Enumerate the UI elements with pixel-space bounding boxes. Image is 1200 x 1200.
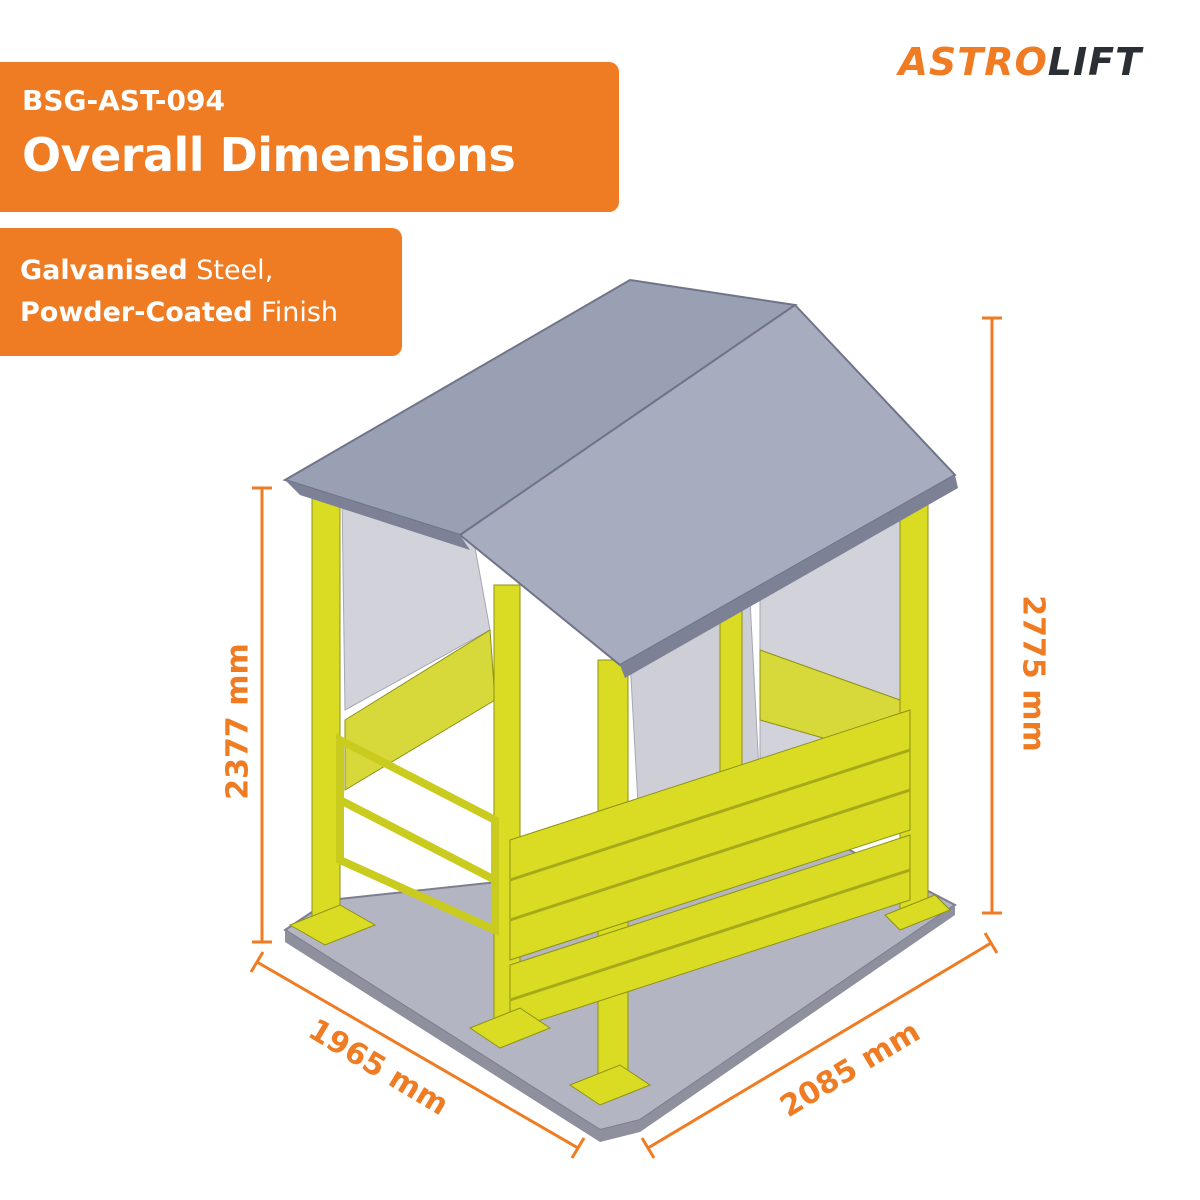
dim-height-total-label: 2775 mm xyxy=(1015,595,1051,752)
finish-line-1-bold: Galvanised xyxy=(20,255,188,286)
product-code: BSG-AST-094 xyxy=(22,84,225,117)
finish-line-2-rest: Finish xyxy=(252,297,339,328)
brand-logo: ASTROLIFT xyxy=(899,40,1143,84)
brand-logo-part1: ASTRO xyxy=(898,40,1048,84)
finish-banner: Galvanised Steel, Powder-Coated Finish xyxy=(0,228,402,356)
post-mid-left xyxy=(493,584,521,1026)
finish-line-2: Powder-Coated Finish xyxy=(20,292,338,334)
finish-line-1: Galvanised Steel, xyxy=(20,250,338,292)
page-title: Overall Dimensions xyxy=(22,128,516,182)
finish-line-1-rest: Steel, xyxy=(187,255,274,286)
dimension-lines xyxy=(249,316,1002,1159)
title-banner: BSG-AST-094 Overall Dimensions xyxy=(0,62,619,212)
side-gate xyxy=(336,733,499,937)
front-rail-lower xyxy=(509,834,911,1031)
brand-logo-part2: LIFT xyxy=(1047,40,1142,84)
finish-line-2-bold: Powder-Coated xyxy=(20,297,253,328)
dim-height-post-label: 2377 mm xyxy=(220,643,256,800)
post-back-left xyxy=(311,489,341,931)
